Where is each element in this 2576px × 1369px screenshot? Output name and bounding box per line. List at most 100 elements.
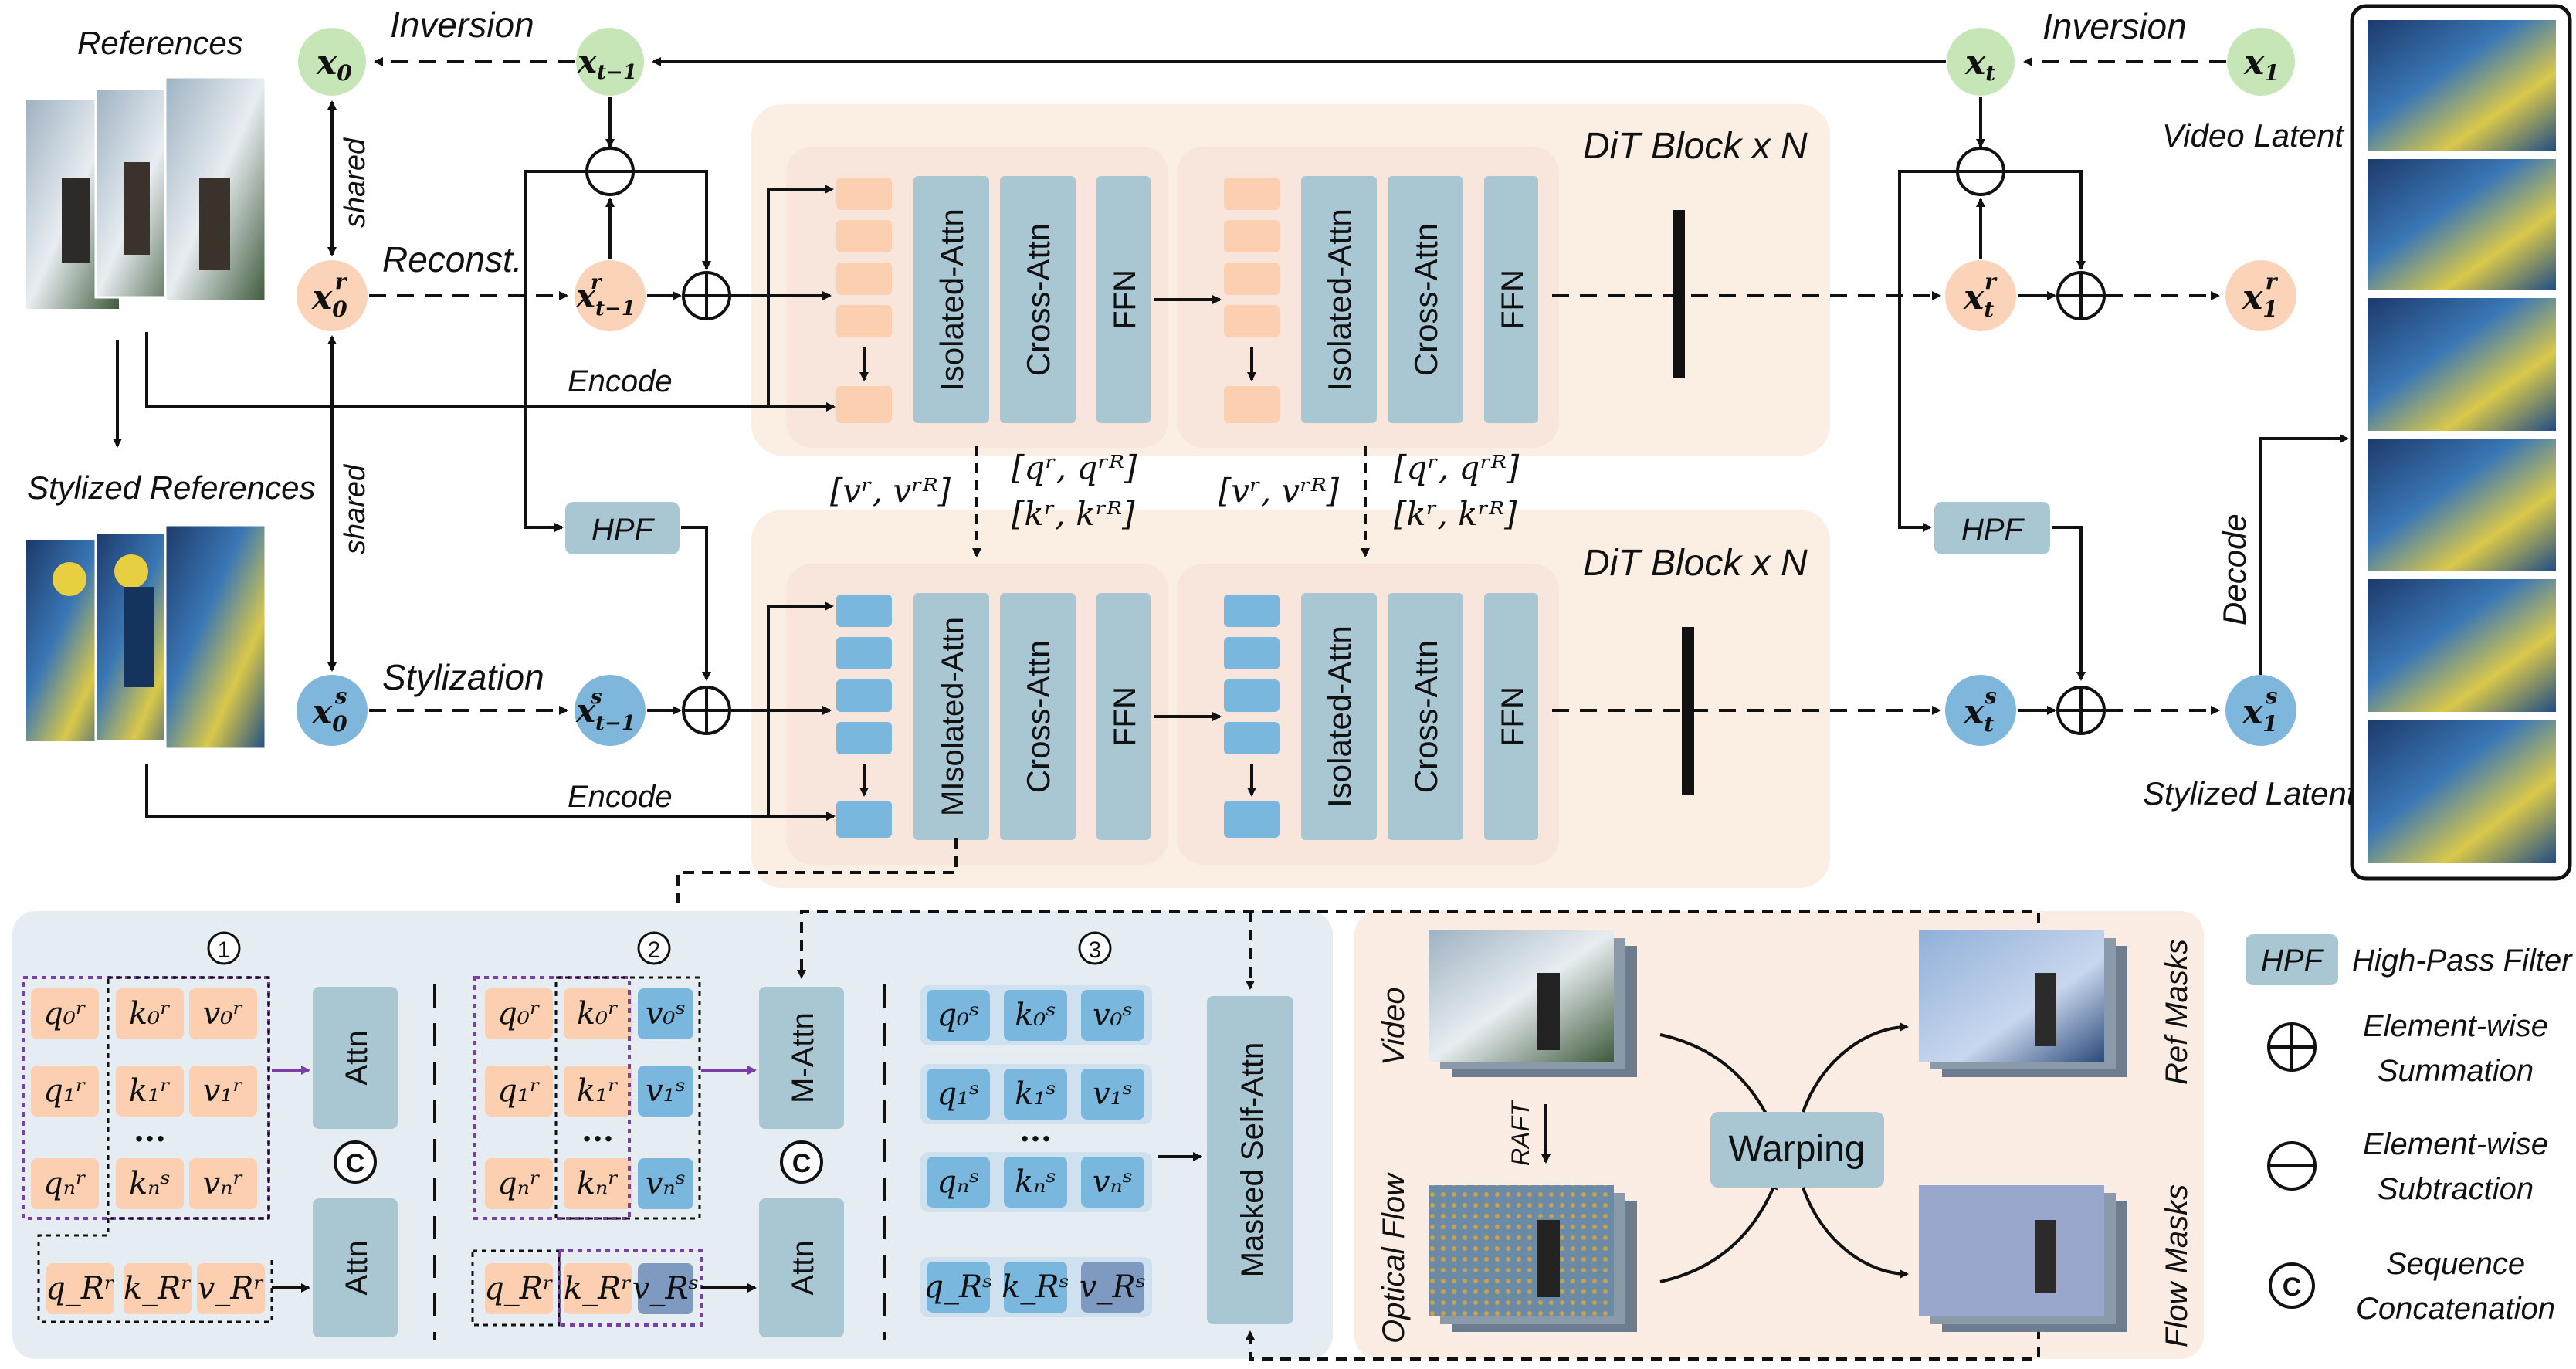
svg-text:Isolated-Attn: Isolated-Attn <box>934 208 970 391</box>
hpf-box-right <box>1934 502 2050 554</box>
n-repeat-bar-bottom <box>1682 627 1694 795</box>
node-x1 <box>2227 28 2295 96</box>
svg-text:k_Rʳ: k_Rʳ <box>124 1271 192 1306</box>
svg-text:qₙʳ: qₙʳ <box>497 1166 541 1201</box>
svg-text:Attn: Attn <box>340 1030 374 1085</box>
step-1-qkv-grid: q₀ʳ k₀ʳ v₀ʳ q₁ʳ k₁ʳ v₁ʳ ... qₙʳ kₙˢ vₙʳ … <box>31 988 265 1314</box>
svg-text:xt−1s: xt−1s <box>575 686 636 735</box>
svg-text:v₁ˢ: v₁ˢ <box>646 1073 686 1109</box>
svg-text:v_Rʳ: v_Rʳ <box>198 1271 265 1306</box>
svg-text:...: ... <box>134 1113 166 1149</box>
svg-text:qₙˢ: qₙˢ <box>937 1164 979 1200</box>
hpf-left-label: HPF <box>591 513 656 547</box>
ref-mask-frames <box>1919 930 2127 1077</box>
bottom-token-column-1 <box>836 595 892 838</box>
bottom-token-column-2 <box>1224 595 1280 838</box>
svg-text:...: ... <box>1019 1113 1052 1149</box>
stylized-latent-label: Stylized Latent <box>2143 775 2357 812</box>
svg-text:v₀ˢ: v₀ˢ <box>646 996 686 1032</box>
svg-text:q_Rʳ: q_Rʳ <box>484 1271 554 1306</box>
node-x0 <box>298 28 366 96</box>
masked-self-attn-block <box>1207 996 1293 1324</box>
reference-frames <box>26 76 267 309</box>
top-token-column-2 <box>1224 178 1280 423</box>
node-xt1 <box>576 28 644 96</box>
svg-text:3: 3 <box>1089 937 1102 963</box>
svg-text:q₀ˢ: q₀ˢ <box>937 998 979 1033</box>
video-latent-label: Video Latent <box>2162 117 2345 154</box>
shared-top-label: shared <box>339 137 371 228</box>
xt-sub: t <box>1985 60 1995 86</box>
svg-text:Attn: Attn <box>340 1240 374 1295</box>
node-xt <box>1947 28 2015 96</box>
cross-attn-block-3 <box>1000 593 1076 840</box>
svg-text:k₁ʳ: k₁ʳ <box>577 1073 619 1109</box>
step-2-marker <box>637 931 671 965</box>
n-repeat-bar-top <box>1673 210 1685 378</box>
attn-block-1b <box>313 1198 398 1337</box>
kv-label-v-1: [vʳ, vʳᴿ] <box>830 472 951 510</box>
svg-text:k₀ˢ: k₀ˢ <box>1015 998 1056 1033</box>
svg-text:...: ... <box>581 1113 614 1149</box>
isolated-attn-block-1 <box>913 176 989 423</box>
svg-text:q₀ʳ: q₀ʳ <box>43 996 86 1032</box>
xt1-base: x <box>577 42 598 80</box>
ffn-block-2 <box>1484 176 1538 423</box>
stylized-references-label: Stylized References <box>27 469 316 506</box>
svg-text:v₀ʳ: v₀ʳ <box>203 996 244 1032</box>
cross-attn-block-2 <box>1388 176 1463 423</box>
svg-text:vₙʳ: vₙʳ <box>203 1166 244 1201</box>
x0-sub: 0 <box>337 60 352 86</box>
decode-label: Decode <box>2216 513 2252 625</box>
encode-top-label: Encode <box>568 364 673 398</box>
svg-text:1: 1 <box>218 937 231 963</box>
ref-masks-label: Ref Masks <box>2160 939 2194 1085</box>
svg-text:Isolated-Attn: Isolated-Attn <box>1321 208 1357 391</box>
cross-attn-block-4 <box>1388 593 1463 840</box>
svg-text:C: C <box>346 1149 365 1178</box>
svg-text:q₁ʳ: q₁ʳ <box>43 1073 86 1109</box>
reconst-label: Reconst. <box>382 239 523 280</box>
svg-text:k₁ʳ: k₁ʳ <box>129 1073 171 1109</box>
kv-label-v-2: [vʳ, vʳᴿ] <box>1219 472 1340 510</box>
legend-sum-desc-1: Element-wise <box>2363 1009 2548 1043</box>
shared-bottom-label: shared <box>339 463 371 554</box>
svg-text:FFN: FFN <box>1496 686 1530 747</box>
ffn-block-1 <box>1096 176 1151 423</box>
attn-block-1a <box>313 987 398 1129</box>
svg-text:Warping: Warping <box>1729 1129 1866 1170</box>
xt-base: x <box>1964 43 1986 83</box>
x1-sub: 1 <box>2264 60 2279 86</box>
svg-text:FFN: FFN <box>1108 269 1142 330</box>
isolated-attn-block-2 <box>1301 176 1377 423</box>
svg-text:k₁ˢ: k₁ˢ <box>1015 1076 1056 1112</box>
kv-label-q-2: [qʳ, qʳᴿ] <box>1394 449 1520 486</box>
stylization-label: Stylization <box>382 657 544 697</box>
svg-text:q₁ˢ: q₁ˢ <box>937 1076 979 1112</box>
svg-text:q_Rʳ: q_Rʳ <box>46 1271 115 1306</box>
svg-text:Isolated-Attn: Isolated-Attn <box>1321 625 1357 808</box>
legend-cat-desc-1: Sequence <box>2386 1247 2525 1281</box>
svg-text:qₙʳ: qₙʳ <box>43 1166 86 1201</box>
svg-text:HPF: HPF <box>2261 944 2325 978</box>
svg-text:xts: xts <box>1963 683 1997 737</box>
svg-text:x1: x1 <box>2243 43 2279 86</box>
flow-masks-label: Flow Masks <box>2160 1184 2194 1347</box>
svg-text:kₙʳ: kₙʳ <box>577 1166 619 1201</box>
kv-label-q-1: [qʳ, qʳᴿ] <box>1012 449 1137 486</box>
svg-text:FFN: FFN <box>1496 269 1530 330</box>
isolated-attn-block-4 <box>1301 593 1377 840</box>
svg-text:xtr: xtr <box>1963 269 1998 322</box>
svg-text:Cross-Attn: Cross-Attn <box>1408 640 1444 793</box>
kv-label-k-2: [kʳ, kʳᴿ] <box>1394 495 1517 533</box>
svg-text:q_Rˢ: q_Rˢ <box>924 1269 992 1305</box>
svg-text:C: C <box>792 1149 812 1178</box>
svg-text:MIsolated-Attn: MIsolated-Attn <box>936 617 970 816</box>
legend-hpf-key <box>2246 934 2338 985</box>
node-x0-s <box>297 675 368 746</box>
node-x0-r <box>297 260 368 331</box>
svg-text:vₙˢ: vₙˢ <box>646 1166 686 1201</box>
svg-text:k_Rʳ: k_Rʳ <box>564 1271 632 1306</box>
step-3-qkv-grid: q₀ˢ k₀ˢ v₀ˢ q₁ˢ k₁ˢ v₁ˢ ... qₙˢ kₙˢ vₙˢ … <box>920 985 1152 1317</box>
